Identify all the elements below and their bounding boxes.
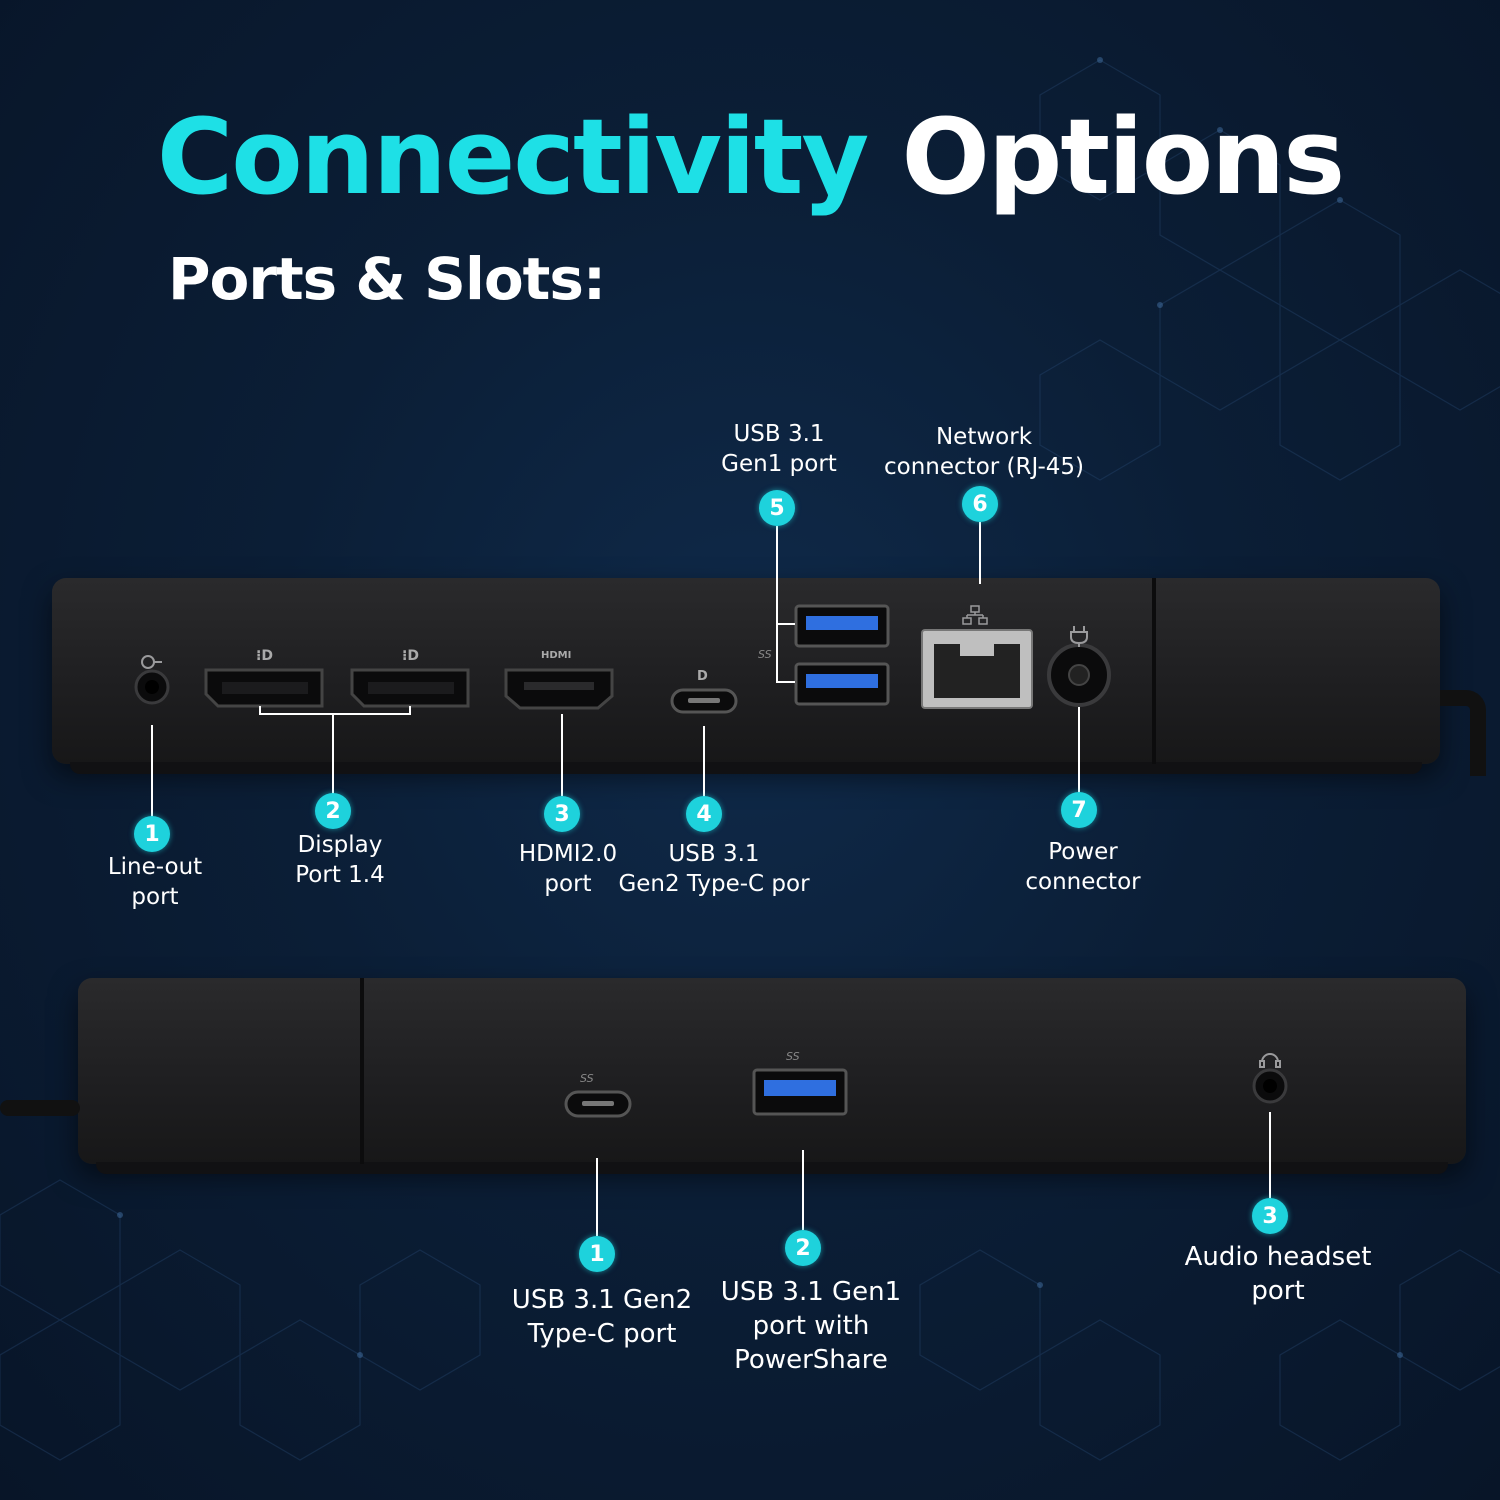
front-cable <box>0 1100 80 1116</box>
rear-label-text: Line-out port <box>108 852 202 912</box>
rear-label-power: Power connector <box>1025 837 1140 897</box>
dock-rear-base <box>70 762 1422 774</box>
rear-panel-divider <box>1152 578 1156 764</box>
label-line: Type-C port <box>527 1319 677 1349</box>
page-title: Connectivity Options <box>0 100 1500 214</box>
label-line: Display <box>297 832 383 858</box>
label-line: connector (RJ-45) <box>884 454 1084 480</box>
label-line: HDMI2.0 <box>518 841 618 867</box>
label-line: USB 3.1 <box>668 841 760 867</box>
label-line: USB 3.1 <box>733 421 825 447</box>
rear-label-network: Network connector (RJ-45) <box>884 422 1084 482</box>
rear-label-hdmi: HDMI2.0 port <box>519 839 617 899</box>
page-subtitle: Ports & Slots: <box>168 245 606 313</box>
label-line: Port 1.4 <box>295 862 385 888</box>
label-line: port with <box>752 1311 870 1341</box>
callout-badge-rear-7: 7 <box>1061 792 1097 828</box>
title-main-word: Options <box>901 96 1345 218</box>
front-label-text: Audio headset port <box>1185 1240 1372 1308</box>
front-label-headset: Audio headset port <box>1185 1240 1372 1308</box>
callout-badge-front-3: 3 <box>1252 1198 1288 1234</box>
label-line: Gen2 Type-C por <box>618 871 810 897</box>
label-line: USB 3.1 Gen1 <box>720 1277 902 1307</box>
label-line: Audio headset <box>1184 1242 1372 1272</box>
callout-badge-rear-6: 6 <box>962 486 998 522</box>
dock-front-base <box>96 1162 1448 1174</box>
front-panel-divider <box>360 978 364 1164</box>
callout-badge-rear-4: 4 <box>686 796 722 832</box>
callout-badge-rear-3: 3 <box>544 796 580 832</box>
callout-badge-rear-2: 2 <box>315 793 351 829</box>
callout-badge-front-1: 1 <box>579 1236 615 1272</box>
label-line: port <box>131 884 179 910</box>
label-line: port <box>544 871 592 897</box>
label-line: connector <box>1025 869 1141 895</box>
title-accent-word: Connectivity <box>156 96 869 218</box>
callout-badge-rear-5: 5 <box>759 490 795 526</box>
label-line: PowerShare <box>734 1345 888 1375</box>
label-line: USB 3.1 Gen2 <box>511 1285 693 1315</box>
label-line: Power <box>1048 839 1118 865</box>
callout-badge-rear-1: 1 <box>134 816 170 852</box>
rear-label-text: HDMI2.0 port <box>519 839 617 899</box>
label-line: Network <box>935 424 1033 450</box>
label-line: Gen1 port <box>721 451 837 477</box>
label-line: Line-out <box>107 854 203 880</box>
dock-rear-view <box>52 578 1440 774</box>
rear-label-text: Power connector <box>1025 837 1140 897</box>
rear-label-text: Network connector (RJ-45) <box>884 422 1084 482</box>
label-line: port <box>1251 1276 1305 1306</box>
rear-cable <box>1440 690 1486 776</box>
rear-label-line-out: Line-out port <box>108 852 202 912</box>
dock-front-view <box>78 978 1466 1174</box>
callout-badge-front-2: 2 <box>785 1230 821 1266</box>
